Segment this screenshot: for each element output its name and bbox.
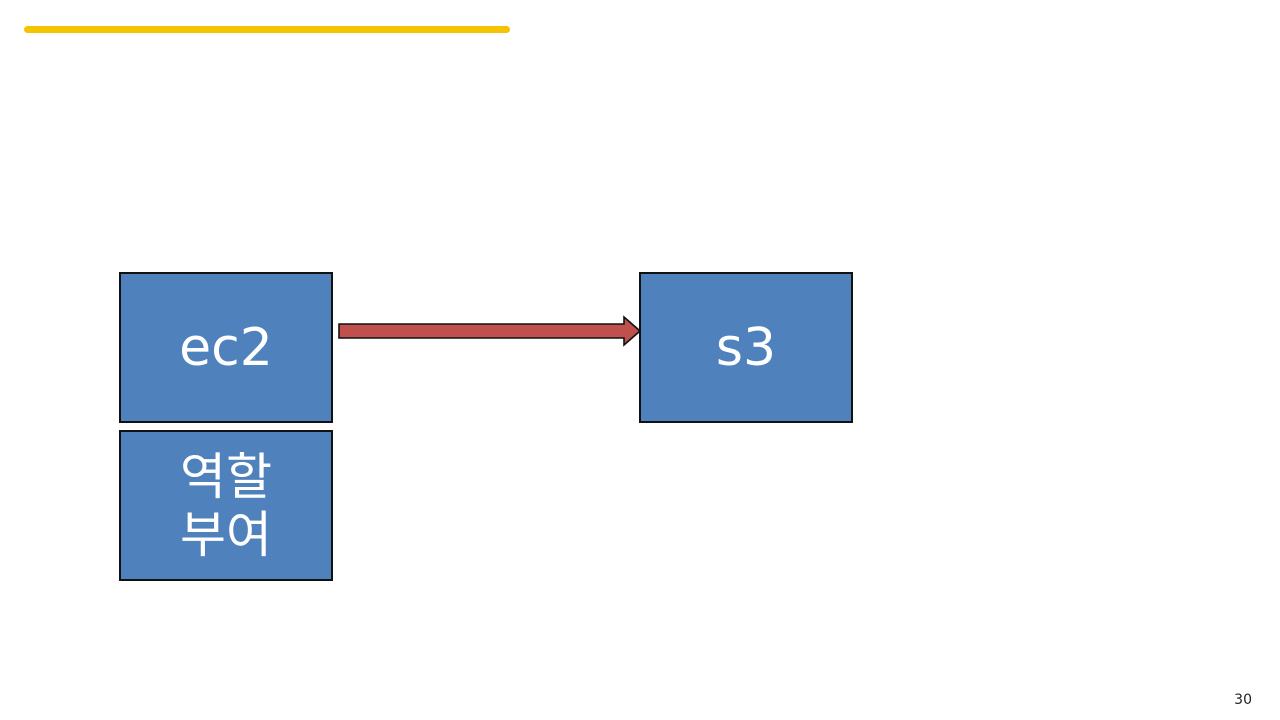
ec2-label: ec2 [179,317,273,378]
s3-label: s3 [715,317,777,378]
page-number: 30 [1234,692,1252,708]
role-node: 역할 부여 [119,430,333,581]
s3-node: s3 [639,272,853,423]
arrow-icon [338,315,642,347]
role-label-line1: 역할 [180,447,272,506]
accent-bar [24,26,510,33]
ec2-node: ec2 [119,272,333,423]
role-label-line2: 부여 [180,505,272,564]
